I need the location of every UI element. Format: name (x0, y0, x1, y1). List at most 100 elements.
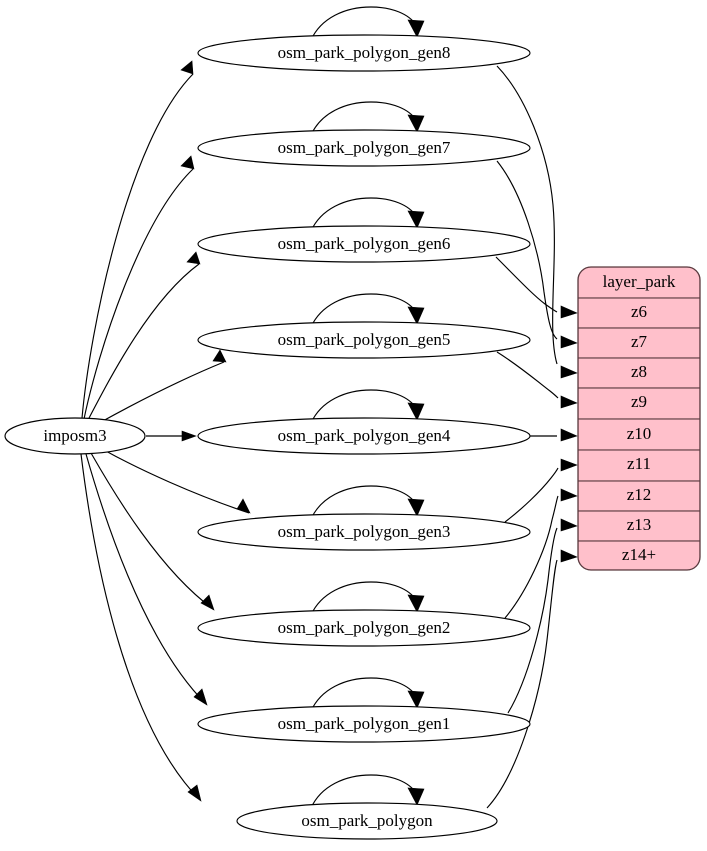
table-row-z8[interactable] (578, 357, 700, 389)
node-shape[interactable] (197, 417, 531, 455)
table-row-label-z13: z13 (627, 515, 652, 534)
table-header-label: layer_park (603, 272, 676, 291)
arrowhead-z9-in (560, 395, 578, 409)
arrowhead-self-loop-gen7 (407, 114, 425, 133)
edge-gen7-to-z7 (496, 160, 558, 340)
layer-park-table[interactable]: layer_park z6 z7 z8 z9 z10 z11 z12 z13 z… (577, 266, 701, 571)
table-row-label-z12: z12 (627, 485, 652, 504)
edge-imposm3-to-gen6 (87, 263, 200, 421)
arrowhead-gen6-in (186, 251, 201, 265)
arrowheads (180, 19, 578, 806)
self-loop-gen6 (310, 197, 417, 232)
node-shape[interactable] (236, 802, 498, 840)
node-imposm3[interactable]: imposm3 (4, 417, 146, 455)
table-row-label-z10: z10 (627, 424, 652, 443)
node-label: osm_park_polygon_gen3 (278, 522, 451, 541)
arrowhead-osm-park-polygon-in (187, 784, 202, 802)
self-loop-gen4 (310, 389, 417, 424)
table-row-label-z7: z7 (631, 332, 648, 351)
self-loop-gen8 (310, 6, 417, 41)
self-loops (310, 6, 417, 809)
edges-from-source (80, 73, 250, 801)
node-label: osm_park_polygon_gen7 (278, 138, 451, 157)
table-row-z11[interactable] (578, 449, 700, 482)
node-osm-park-polygon[interactable]: osm_park_polygon (236, 802, 498, 840)
arrowhead-z13-in (560, 518, 578, 532)
node-gen6[interactable]: osm_park_polygon_gen6 (197, 225, 531, 263)
node-gen3[interactable]: osm_park_polygon_gen3 (197, 513, 531, 551)
self-loop-osm-park-polygon (310, 774, 417, 809)
arrowhead-z10-in (560, 428, 578, 442)
arrowhead-gen3-in (236, 498, 251, 514)
table-row-label-z6: z6 (631, 302, 647, 321)
arrowhead-z6-in (560, 305, 578, 319)
node-shape[interactable] (197, 34, 531, 72)
node-label: osm_park_polygon_gen1 (278, 714, 451, 733)
arrowhead-self-loop-gen1 (407, 690, 425, 709)
node-label: osm_park_polygon_gen2 (278, 618, 451, 637)
self-loop-gen2 (310, 581, 417, 616)
arrowhead-z7-in (560, 335, 578, 349)
node-shape[interactable] (197, 609, 531, 647)
table-row-z10[interactable] (578, 418, 700, 451)
table-row-z14[interactable] (578, 540, 700, 570)
self-loop-gen7 (310, 101, 417, 136)
arrowhead-self-loop-gen3 (407, 498, 425, 517)
node-gen7[interactable]: osm_park_polygon_gen7 (197, 129, 531, 167)
table-row-z6[interactable] (578, 297, 700, 329)
node-gen8[interactable]: osm_park_polygon_gen8 (197, 34, 531, 72)
node-label: osm_park_polygon_gen6 (278, 234, 451, 253)
node-shape[interactable] (197, 705, 531, 743)
node-shape[interactable] (197, 321, 531, 359)
node-gen2[interactable]: osm_park_polygon_gen2 (197, 609, 531, 647)
arrowhead-z12-in (560, 488, 578, 502)
self-loop-gen3 (310, 485, 417, 520)
arrowhead-gen5-in (212, 349, 227, 363)
node-shape[interactable] (197, 513, 531, 551)
node-shape[interactable] (4, 417, 146, 455)
arrowhead-gen4-in (181, 430, 197, 442)
self-loop-gen1 (310, 677, 417, 712)
arrowhead-gen8-in (180, 60, 194, 75)
self-loop-gen5 (310, 293, 417, 328)
edge-osm-park-polygon-to-z14 (486, 559, 558, 809)
table-row-label-z14: z14+ (622, 545, 656, 564)
arrowhead-gen2-in (200, 594, 215, 611)
table-row-z7[interactable] (578, 327, 700, 359)
table-row-label-z11: z11 (627, 454, 651, 473)
table-row-label-z8: z8 (631, 362, 647, 381)
edge-imposm3-to-gen3 (103, 449, 250, 514)
node-gen1[interactable]: osm_park_polygon_gen1 (197, 705, 531, 743)
edge-imposm3-to-gen8 (81, 73, 194, 419)
edge-gen6-to-z6 (495, 256, 558, 313)
arrowhead-gen1-in (193, 688, 208, 706)
edge-gen1-to-z13 (507, 527, 558, 714)
arrowhead-z14-in (560, 549, 578, 563)
edge-gen2-to-z12 (504, 495, 559, 619)
edge-imposm3-to-gen1 (85, 453, 207, 705)
arrowhead-self-loop-gen5 (407, 306, 425, 325)
arrowhead-self-loop-gen4 (407, 402, 425, 421)
node-label: imposm3 (43, 426, 106, 445)
node-label: osm_park_polygon (301, 811, 433, 830)
edge-gen5-to-z9 (496, 351, 559, 399)
node-label: osm_park_polygon_gen4 (278, 426, 451, 445)
node-gen4[interactable]: osm_park_polygon_gen4 (197, 417, 531, 455)
edge-gen8-to-z8 (496, 65, 558, 365)
node-shape[interactable] (197, 225, 531, 263)
arrowhead-self-loop-gen2 (407, 594, 425, 613)
edge-imposm3-to-gen2 (90, 452, 214, 610)
edge-imposm3-to-osm-park-polygon (80, 453, 201, 801)
node-label: osm_park_polygon_gen5 (278, 330, 451, 349)
node-gen5[interactable]: osm_park_polygon_gen5 (197, 321, 531, 359)
table-outline (577, 266, 701, 571)
arrowhead-z11-in (560, 458, 578, 472)
arrowhead-gen7-in (180, 155, 195, 170)
arrowhead-self-loop-osm-park-polygon (407, 787, 425, 806)
node-shape[interactable] (197, 129, 531, 167)
node-label: osm_park_polygon_gen8 (278, 43, 451, 62)
edges-to-table (486, 65, 559, 809)
edge-imposm3-to-gen5 (100, 361, 225, 423)
